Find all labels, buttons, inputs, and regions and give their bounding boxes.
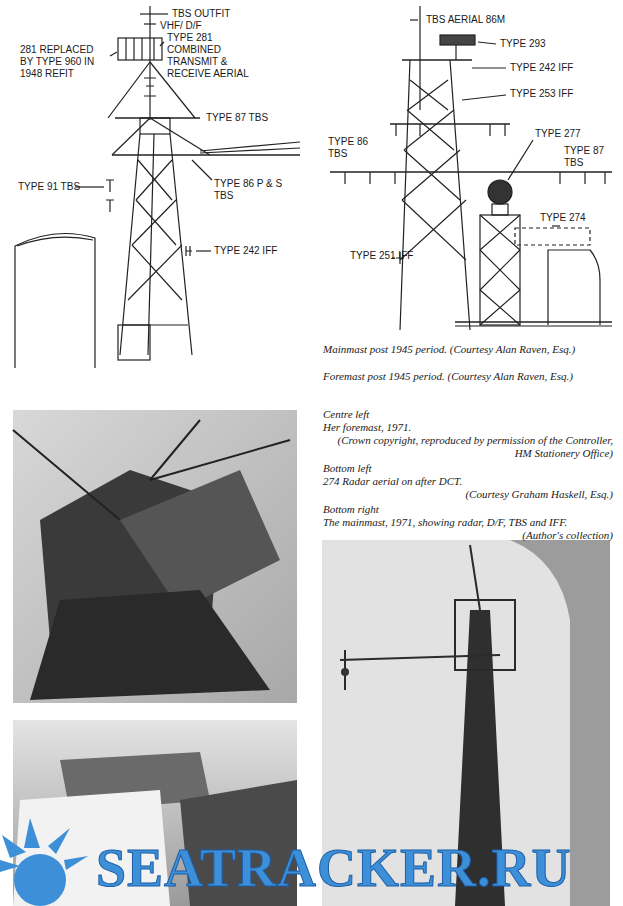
callout-label: TYPE 274 — [540, 212, 586, 224]
caption-text: Bottom left — [323, 462, 613, 475]
caption-text: Bottom right — [323, 503, 613, 516]
mainmast-drawing — [15, 6, 300, 368]
callout-label: TYPE 253 IFF — [510, 88, 573, 100]
callout-label: TYPE 277 — [535, 128, 581, 140]
callout-label: 281 REPLACED BY TYPE 960 IN 1948 REFIT — [20, 44, 106, 80]
caption-text: Mainmast post 1945 period. (Courtesy Ala… — [323, 343, 613, 356]
callout-label: TBS OUTFIT — [172, 8, 230, 20]
callout-label: TYPE 242 IFF — [510, 62, 573, 74]
watermark-text: SEATRACKER.RU — [96, 838, 572, 898]
caption-text: (Courtesy Graham Haskell, Esq.) — [323, 488, 613, 501]
caption-text: Foremast post 1945 period. (Courtesy Ala… — [323, 370, 613, 383]
callout-label: TBS AERIAL 86M — [426, 14, 505, 26]
caption-text: (Crown copyright, reproduced by permissi… — [323, 434, 613, 460]
callout-label: TYPE 91 TBS — [18, 181, 80, 193]
callout-label: TYPE 86 TBS — [328, 136, 378, 160]
caption-text: The mainmast, 1971, showing radar, D/F, … — [323, 516, 613, 529]
caption-text: (Author's collection) — [323, 529, 613, 542]
callout-label: TYPE 87 TBS — [564, 145, 614, 169]
callout-label: TYPE 293 — [500, 38, 546, 50]
caption-text: 274 Radar aerial on after DCT. — [323, 475, 613, 488]
caption-text: Her foremast, 1971. — [323, 421, 613, 434]
callout-label: TYPE 242 IFF — [214, 245, 277, 257]
callout-label: VHF/ D/F — [160, 20, 202, 32]
callout-label: TYPE 251 IFF — [350, 250, 413, 262]
photo-centre-left — [13, 410, 297, 703]
callout-label: TYPE 281 COMBINED TRANSMIT & RECEIVE AER… — [167, 32, 255, 80]
callout-label: TYPE 86 P & S TBS — [214, 178, 296, 202]
caption-text: Centre left — [323, 408, 613, 421]
watermark-logo — [0, 818, 88, 906]
callout-label: TYPE 87 TBS — [206, 112, 268, 124]
